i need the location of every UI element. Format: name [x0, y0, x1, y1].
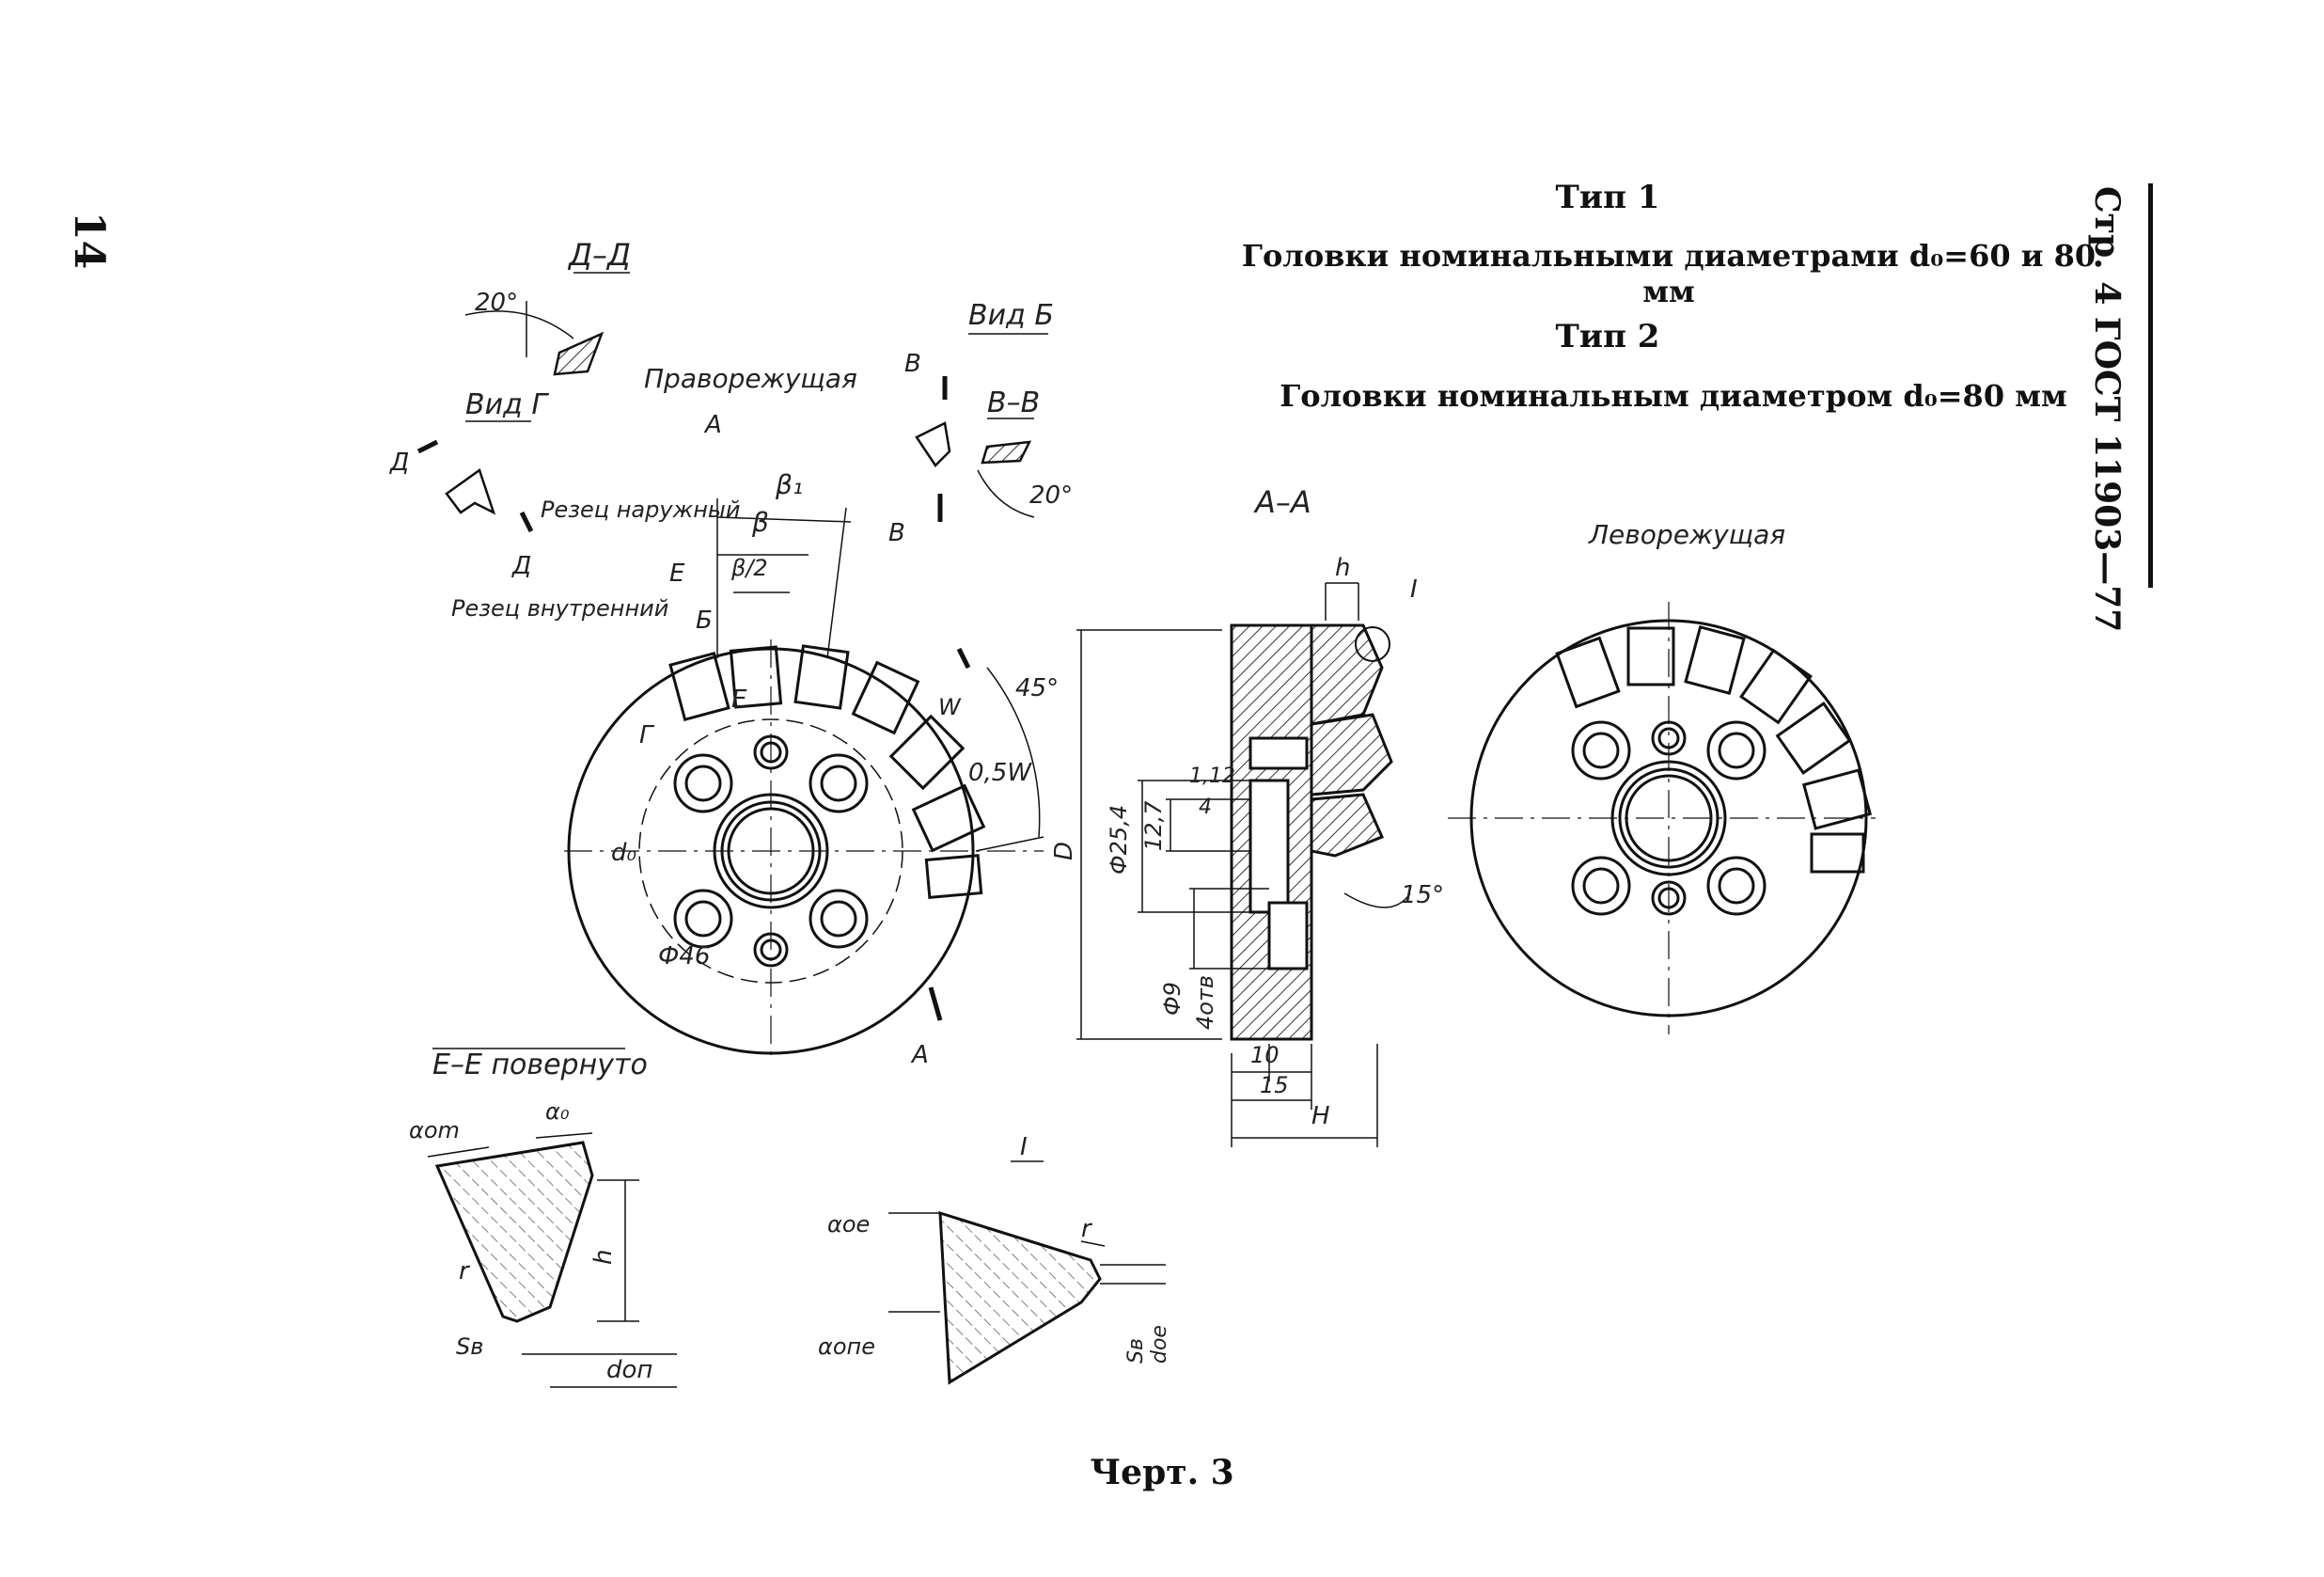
label-right-cutting: Праворежущая: [644, 363, 857, 394]
label-a-mark-bottom: А: [910, 1041, 929, 1069]
label-alpha-om: αоm: [409, 1117, 460, 1143]
label-b-cyr-mark: Б: [696, 607, 713, 635]
label-section-ee: Е–Е повернуто: [432, 1049, 648, 1081]
label-r-detail: r: [1081, 1215, 1093, 1243]
label-alpha-one: αопе: [818, 1333, 875, 1360]
section-dd-detail: [464, 272, 630, 376]
label-dim-phi254: Ф25,4: [1106, 805, 1132, 875]
view-g-detail: [416, 420, 534, 533]
label-beta-half: β/2: [730, 555, 768, 581]
section-ee-detail: [427, 1048, 677, 1388]
label-dim-10: 10: [1250, 1042, 1280, 1068]
view-b-detail: [915, 333, 1048, 522]
label-b-mark-1: В: [904, 350, 921, 378]
label-d-mark-1: Д: [389, 449, 409, 477]
label-angle-15: 15°: [1401, 881, 1444, 909]
label-angle-20-left: 20°: [475, 289, 518, 317]
label-h-small: h: [589, 1250, 618, 1265]
label-s-b2: Sв: [1124, 1338, 1148, 1364]
label-dim-4holes: 4отв: [1192, 975, 1218, 1030]
type2-title: Тип 2: [1555, 318, 1660, 355]
label-section-aa: А–А: [1253, 484, 1311, 520]
label-e-mark-1: Е: [669, 560, 685, 588]
label-angle-20-right: 20°: [1029, 481, 1073, 510]
label-dim-D: D: [1050, 842, 1078, 860]
label-dim-H: H: [1311, 1102, 1330, 1130]
section-aa-view: [1076, 582, 1411, 1147]
label-d-oe: dое: [1148, 1325, 1171, 1364]
label-dim-112: 1,12: [1189, 765, 1235, 788]
label-section-dd: Д–Д: [567, 237, 631, 273]
label-cutter-inner: Резец внутренний: [451, 595, 668, 622]
label-left-cutting: Леворежущая: [1588, 519, 1785, 550]
label-detail-i-title: I: [1020, 1133, 1028, 1161]
detail-i: [888, 1160, 1166, 1385]
right-cutting-head-view: [564, 498, 1044, 1063]
label-angle-45: 45°: [1015, 674, 1059, 702]
left-cutting-head-view: [1448, 602, 1876, 1034]
label-w: W: [938, 694, 962, 720]
label-d0: d₀: [611, 839, 637, 867]
label-h: h: [1335, 554, 1350, 582]
label-cutter-outer: Резец наружный: [541, 497, 740, 523]
running-head-rule: [2148, 183, 2153, 588]
label-d-mark-2: Д: [511, 552, 531, 580]
label-dim-phi9: Ф9: [1159, 982, 1186, 1016]
label-phi46: Ф46: [658, 942, 710, 970]
label-beta1: β₁: [775, 469, 803, 500]
label-dim-15: 15: [1260, 1072, 1289, 1098]
label-beta: β: [751, 507, 769, 538]
label-alpha-0: α₀: [545, 1098, 570, 1125]
type2-subtitle: Головки номинальным диаметром d₀=80 мм: [1280, 378, 2067, 414]
label-alpha-oe: αое: [827, 1211, 870, 1238]
drawing-labels: Д–Д 20° Вид Г Д Д Вид Б В В В–В 20° Прав…: [389, 237, 1785, 1384]
label-view-b: Вид Б: [968, 299, 1054, 332]
figure-caption: Черт. 3: [1090, 1453, 1234, 1492]
label-e-mark-2: Е: [731, 686, 747, 714]
label-section-vv: В–В: [987, 386, 1040, 419]
label-dim-4: 4: [1199, 796, 1212, 819]
label-dim-127: 12,7: [1140, 800, 1167, 851]
label-half-w: 0,5W: [968, 759, 1032, 787]
label-r: r: [459, 1257, 471, 1285]
type1-subtitle: Головки номинальными диаметрами d₀=60 и …: [1241, 238, 2096, 309]
label-g-mark: Г: [639, 721, 655, 749]
label-s-b: Sв: [456, 1333, 483, 1360]
label-view-g: Вид Г: [465, 388, 549, 421]
label-b-mark-2: В: [888, 519, 905, 547]
type1-title: Тип 1: [1555, 179, 1660, 216]
label-d-on: dоп: [606, 1356, 652, 1384]
label-a-mark-top: А: [703, 411, 722, 439]
label-detail-i: I: [1410, 576, 1418, 604]
